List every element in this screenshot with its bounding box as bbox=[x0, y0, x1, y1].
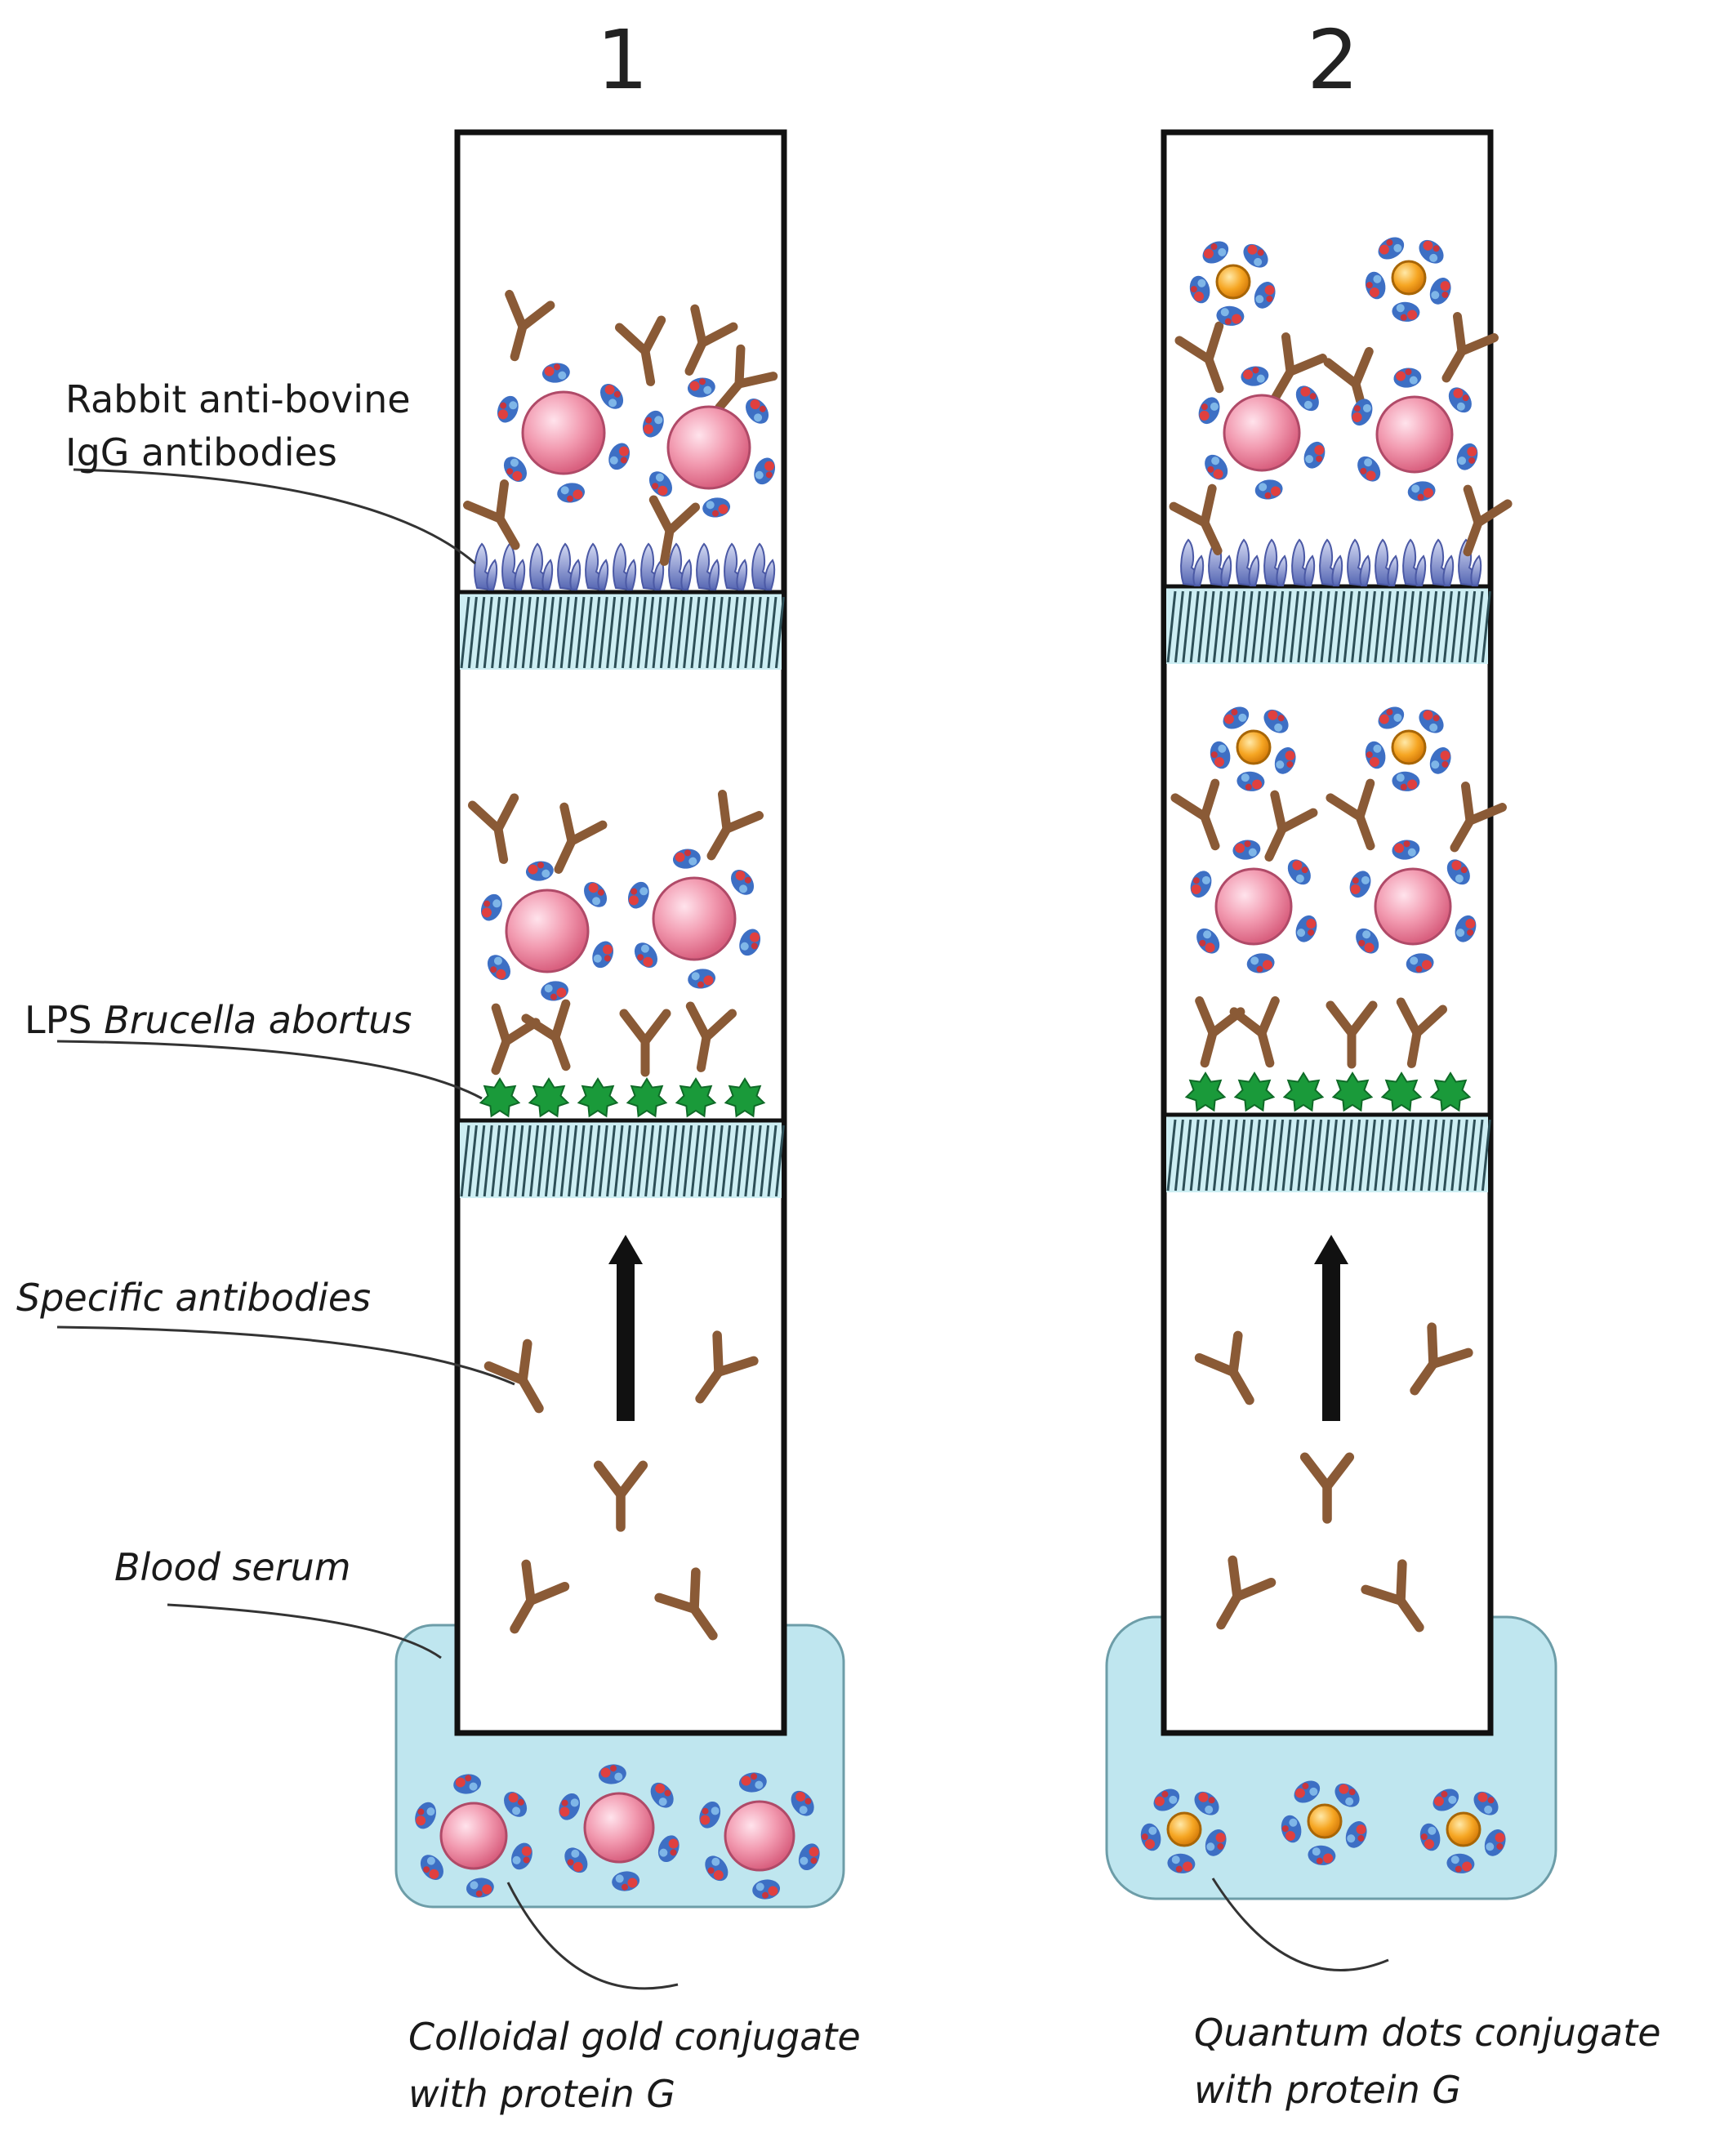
lps-label: LPS Brucella abortus bbox=[25, 998, 412, 1042]
gold-particle-control-1a bbox=[497, 363, 630, 503]
flow-arrow-1 bbox=[608, 1235, 643, 1421]
rabbit-igg-row-1 bbox=[474, 542, 776, 591]
free-antibody-2-0 bbox=[1194, 1330, 1254, 1405]
gold-conjugate-1a bbox=[415, 1774, 532, 1898]
bound-antibody-test-1-5 bbox=[619, 1009, 671, 1077]
qd-conjugate-2c bbox=[1419, 1788, 1506, 1873]
bound-antibody-test-1-1 bbox=[554, 802, 608, 874]
conjugate-1-label-line2: with protein G bbox=[408, 2072, 675, 2116]
qd-control-2a bbox=[1189, 241, 1276, 326]
bound-antibody-test-2-5 bbox=[1229, 996, 1280, 1068]
bound-antibody-control-2-0 bbox=[1174, 321, 1224, 394]
bound-antibody-control-1-2 bbox=[684, 304, 738, 376]
test-line-1 bbox=[460, 1118, 785, 1198]
free-antibody-1-1 bbox=[695, 1330, 759, 1404]
panel-1-number: 1 bbox=[596, 12, 648, 108]
qd-conjugate-2b bbox=[1281, 1780, 1367, 1865]
gold-particle-test-2a bbox=[1190, 840, 1317, 973]
gold-particle-test-2b bbox=[1349, 840, 1477, 973]
flow-arrow-2 bbox=[1314, 1235, 1348, 1421]
bound-antibody-test-2-6 bbox=[1326, 1000, 1378, 1069]
gold-particle-test-1a bbox=[480, 861, 614, 1001]
gold-particle-control-2a bbox=[1198, 366, 1326, 500]
free-antibody-2-4 bbox=[1361, 1559, 1424, 1633]
blood-leader-line bbox=[167, 1603, 442, 1659]
bound-antibody-test-1-6 bbox=[685, 1001, 737, 1072]
free-antibody-1-2 bbox=[593, 1460, 648, 1532]
control-line-1 bbox=[460, 590, 785, 670]
conjugate-1-label-line1: Colloidal gold conjugate bbox=[408, 2015, 861, 2059]
rabbit-igg-row-2 bbox=[1180, 538, 1482, 587]
bound-antibody-test-2-1 bbox=[1264, 790, 1318, 862]
gold-conjugate-1b bbox=[559, 1764, 679, 1891]
lps-leader-line bbox=[56, 1040, 483, 1100]
gold-conjugate-1c bbox=[699, 1772, 820, 1900]
test-line-2 bbox=[1166, 1112, 1491, 1192]
free-antibody-1-0 bbox=[483, 1339, 544, 1414]
qd-test-2b bbox=[1365, 706, 1451, 791]
rabbit-leader-line bbox=[73, 468, 476, 565]
bound-antibody-test-2-7 bbox=[1396, 997, 1448, 1068]
bound-antibody-control-1-1 bbox=[614, 315, 666, 386]
specific-antibodies-label: Specific antibodies bbox=[16, 1276, 371, 1320]
panel-2-number: 2 bbox=[1307, 12, 1359, 108]
free-antibody-2-3 bbox=[1216, 1555, 1277, 1630]
blood-serum-label: Blood serum bbox=[114, 1545, 351, 1589]
conjugate-1-leader-line bbox=[506, 1882, 679, 1990]
gold-particle-control-1b bbox=[642, 377, 776, 518]
conjugate-2-label-line2: with protein G bbox=[1194, 2068, 1461, 2112]
free-antibody-2-2 bbox=[1299, 1452, 1355, 1524]
free-antibody-1-4 bbox=[654, 1567, 718, 1641]
lps-label-prefix: LPS bbox=[25, 998, 104, 1042]
qd-conjugate-2a bbox=[1140, 1788, 1227, 1873]
conjugates-layer bbox=[415, 237, 1506, 1900]
qd-control-2b bbox=[1365, 237, 1451, 322]
bound-antibody-control-2-5 bbox=[1463, 484, 1513, 557]
bound-antibody-control-2-3 bbox=[1441, 312, 1499, 383]
rabbit-label-line1: Rabbit anti-bovine bbox=[65, 377, 411, 421]
lps-row-1 bbox=[479, 1077, 766, 1118]
conjugate-2-label-line1: Quantum dots conjugate bbox=[1194, 2011, 1661, 2055]
bound-antibody-control-1-5 bbox=[648, 495, 701, 566]
bound-antibody-control-2-4 bbox=[1169, 483, 1223, 555]
free-antibody-1-3 bbox=[510, 1559, 570, 1634]
bound-antibody-test-2-2 bbox=[1326, 778, 1375, 851]
bound-antibody-control-1-4 bbox=[462, 479, 520, 550]
qd-test-2a bbox=[1210, 706, 1296, 791]
rabbit-label-line2: IgG antibodies bbox=[65, 430, 337, 474]
bound-antibody-test-1-0 bbox=[467, 793, 519, 864]
bound-antibody-control-1-3 bbox=[715, 344, 778, 412]
gold-particle-test-1b bbox=[627, 849, 761, 989]
bound-antibody-test-2-0 bbox=[1170, 778, 1220, 851]
bound-antibody-test-2-3 bbox=[1450, 782, 1508, 853]
gold-particle-control-2b bbox=[1351, 368, 1478, 501]
bound-antibody-test-1-2 bbox=[706, 790, 764, 861]
free-antibody-2-1 bbox=[1410, 1322, 1473, 1396]
lps-label-species: Brucella abortus bbox=[104, 998, 412, 1042]
antibodies-layer bbox=[462, 289, 1513, 1641]
control-line-2 bbox=[1166, 584, 1491, 664]
bound-antibody-control-1-0 bbox=[505, 289, 555, 362]
specific-leader-line bbox=[56, 1325, 515, 1386]
bound-antibody-test-1-4 bbox=[521, 999, 571, 1071]
bound-antibody-control-2-1 bbox=[1270, 332, 1328, 403]
lps-row-2 bbox=[1184, 1071, 1472, 1112]
conjugate-2-leader-line bbox=[1211, 1878, 1389, 1971]
